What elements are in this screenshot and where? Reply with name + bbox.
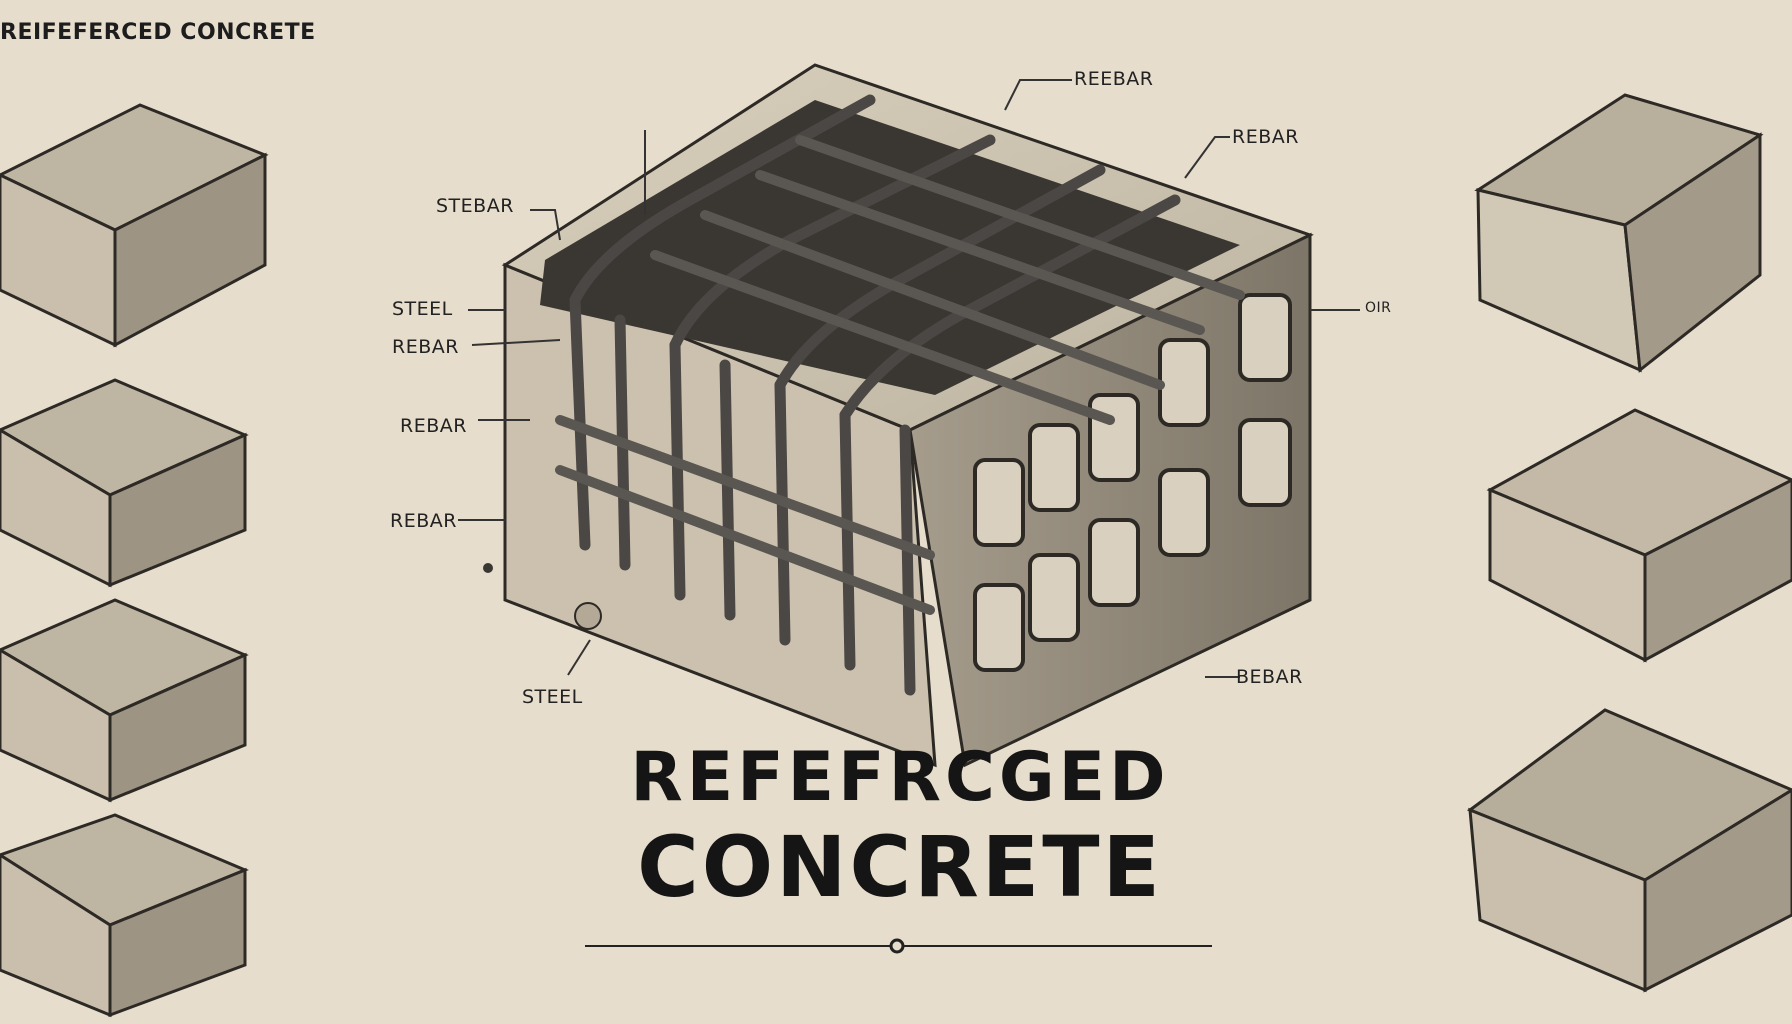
leader-lines [458, 79, 1360, 678]
label-steel-left: STEEL [392, 298, 453, 320]
label-rebar-top-right: REBAR [1232, 126, 1299, 148]
divider-circle-icon [889, 938, 905, 954]
label-stebar: STEBAR [436, 195, 514, 217]
label-rebar-left-3: REBAR [390, 510, 457, 532]
small-block-icon [0, 103, 269, 348]
label-bebar: BEBAR [1236, 666, 1303, 688]
small-block-icon [1474, 93, 1764, 373]
small-block-icon [1466, 708, 1792, 993]
title-divider [585, 938, 1212, 954]
small-block-icon [0, 378, 249, 588]
corner-title: REIFEFERCED CONCRETE [0, 20, 316, 45]
small-block-icon [0, 813, 249, 1018]
small-block-icon [1486, 408, 1792, 663]
main-title-line2: CONCRETE [637, 818, 1163, 916]
main-concrete-block [483, 63, 1314, 768]
small-block-icon [0, 598, 249, 803]
label-steel-bottom: STEEL [522, 686, 583, 708]
label-oir: OIR [1365, 300, 1392, 316]
label-reebar: REEBAR [1074, 68, 1154, 90]
main-title-line1: REFEFRCGED [630, 738, 1170, 817]
label-rebar-left-2: REBAR [400, 415, 467, 437]
label-rebar-left-1: REBAR [392, 336, 459, 358]
